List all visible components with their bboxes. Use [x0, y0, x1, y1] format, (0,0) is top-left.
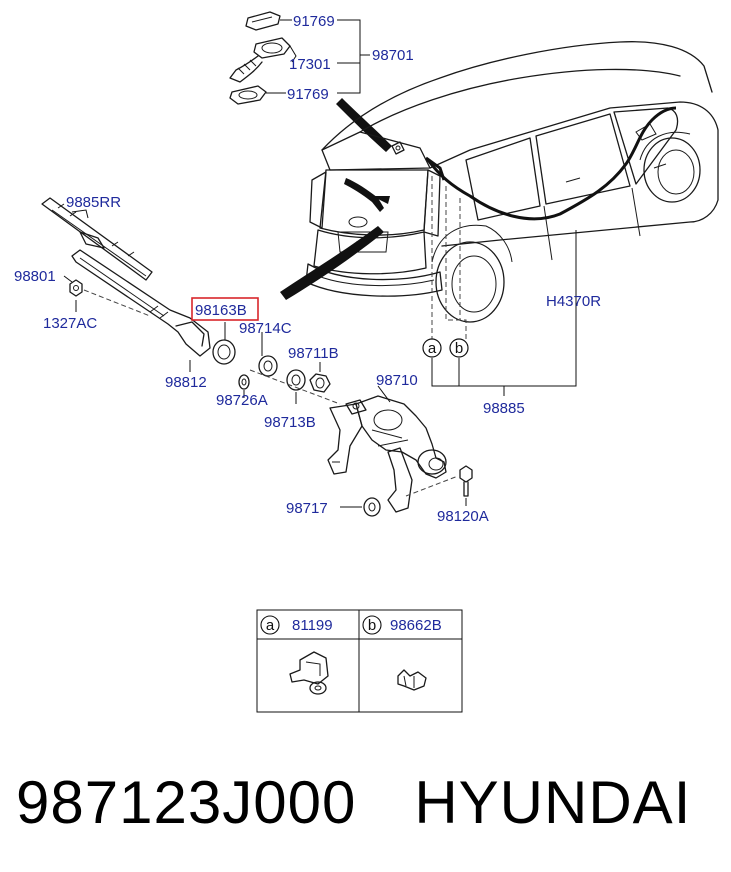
label-98710: 98710: [376, 372, 418, 389]
legend-a-part: 81199: [292, 617, 333, 634]
legend-a-code: a: [266, 617, 275, 634]
label-98714C: 98714C: [239, 320, 292, 337]
label-98701: 98701: [372, 47, 414, 64]
label-9885RR: 9885RR: [66, 194, 121, 211]
footer: 987123J000 HYUNDAI: [16, 762, 716, 842]
label-91769-bottom: 91769: [287, 86, 329, 103]
grommet-98717: [363, 497, 381, 517]
part-number-title: 987123J000: [16, 768, 357, 836]
label-98711B: 98711B: [288, 345, 339, 362]
svg-text:b: b: [455, 340, 463, 357]
bushing-98714C: [258, 355, 278, 377]
label-17301: 17301: [289, 56, 331, 73]
highlight-box-98163B: [191, 297, 259, 321]
callout-b: b: [449, 338, 469, 358]
wiper-arm-98812: [71, 249, 211, 357]
nut-1327AC: [69, 279, 83, 297]
legend-b-code: b: [368, 617, 376, 634]
label-91769-top: 91769: [293, 13, 335, 30]
cap-98163B: [212, 339, 236, 365]
label-98801: 98801: [14, 268, 56, 285]
label-1327AC: 1327AC: [43, 315, 97, 332]
legend-b-part: 98662B: [390, 617, 442, 634]
label-98163B[interactable]: 98163B: [195, 302, 247, 319]
wiper-motor-98710: [327, 395, 447, 513]
clip-81199-drawing: [289, 651, 329, 695]
label-H4370R: H4370R: [546, 293, 601, 310]
wiper-blade-9885RR: [41, 197, 153, 281]
clip-98662B-drawing: [397, 669, 427, 691]
label-98812: 98812: [165, 374, 207, 391]
car-illustration: [305, 41, 719, 323]
svg-text:a: a: [428, 340, 437, 357]
label-98717: 98717: [286, 500, 328, 517]
washer-98726A: [238, 374, 250, 390]
callout-a: a: [422, 338, 442, 358]
grommet-hose-assembly: [229, 11, 291, 105]
label-98726A: 98726A: [216, 392, 268, 409]
bolt-98120A: [459, 465, 473, 497]
brand-name: HYUNDAI: [414, 768, 692, 836]
label-98885: 98885: [483, 400, 525, 417]
label-98120A: 98120A: [437, 508, 489, 525]
nut-98713B: [286, 369, 306, 391]
legend-table: a 81199 b 98662B: [256, 609, 463, 713]
grommet-98711B: [309, 373, 331, 393]
label-98713B: 98713B: [264, 414, 316, 431]
